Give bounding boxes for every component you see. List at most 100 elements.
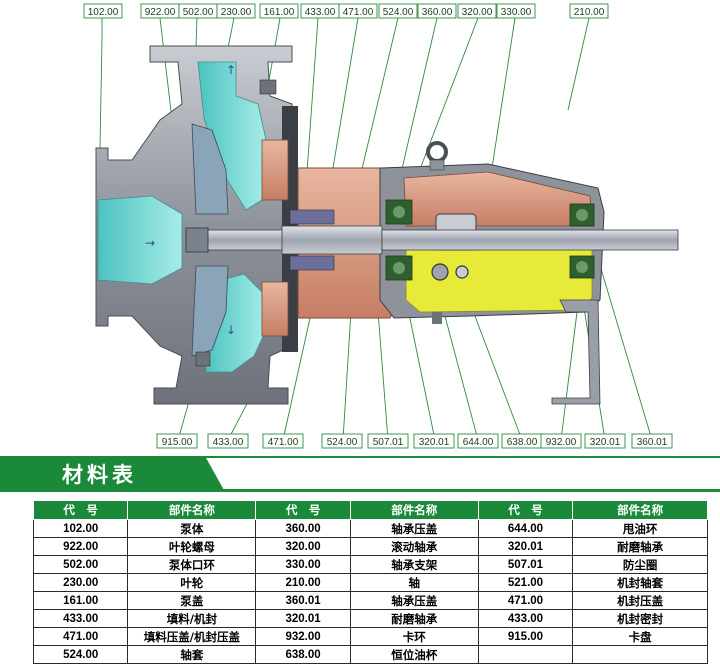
part-code-360-01: 360.01 — [637, 437, 668, 448]
cell-code: 922.00 — [32, 537, 129, 556]
part-code-360-00: 360.00 — [422, 7, 453, 18]
cell-part-name: 卡盘 — [572, 627, 708, 646]
shaft — [185, 209, 679, 271]
cell-code: 320.00 — [255, 537, 351, 556]
table-header-row: 代 号 部件名称 代 号 部件名称 代 号 部件名称 — [32, 500, 708, 520]
label-box-320-01-b — [584, 433, 626, 449]
cell-code: 502.00 — [32, 555, 129, 574]
cell-part-name: 滚动轴承 — [349, 537, 479, 556]
part-code-433-00-b: 433.00 — [213, 437, 244, 448]
cell-code: 915.00 — [477, 627, 574, 646]
cell-part-name: 轴套 — [127, 645, 257, 664]
table-row: 524.00 轴套 638.00 恒位油杯 — [32, 645, 708, 664]
cell-code: 320.01 — [477, 537, 574, 556]
label-box-433-00-b — [207, 433, 249, 449]
title-band — [0, 456, 720, 492]
table-row: 471.00 填料压盖/机封压盖 932.00 卡环 915.00 卡盘 — [32, 627, 708, 646]
cell-part-name: 耐磨轴承 — [349, 609, 479, 628]
part-code-638-00: 638.00 — [507, 437, 538, 448]
label-box-524-00 — [378, 3, 418, 19]
label-box-915-00 — [156, 433, 198, 449]
cell-code: 230.00 — [32, 573, 129, 592]
part-code-471-00-b: 471.00 — [268, 437, 299, 448]
cell-part-name: 泵体口环 — [127, 555, 257, 574]
cell-code: 360.01 — [255, 591, 351, 610]
table-row: 230.00 叶轮 210.00 轴 521.00 机封轴套 — [32, 573, 708, 592]
part-code-502-00: 502.00 — [183, 7, 214, 18]
pump-casing: ↑ → ↓ — [95, 45, 298, 405]
part-code-102-00: 102.00 — [88, 7, 119, 18]
part-code-320-01-b: 320.01 — [590, 437, 621, 448]
cell-code: 433.00 — [32, 609, 129, 628]
part-code-161-00: 161.00 — [264, 7, 295, 18]
svg-text:↑: ↑ — [226, 63, 236, 77]
part-code-922-00: 922.00 — [145, 7, 176, 18]
part-code-230-00: 230.00 — [221, 7, 252, 18]
label-box-932-00 — [540, 433, 582, 449]
label-box-161-00 — [259, 3, 299, 19]
table-row: 922.00 叶轮螺母 320.00 滚动轴承 320.01 耐磨轴承 — [32, 537, 708, 556]
cell-part-name: 轴承压盖 — [349, 519, 479, 538]
cell-code: 360.00 — [255, 519, 351, 538]
label-box-360-01 — [631, 433, 673, 449]
label-box-320-01 — [413, 433, 455, 449]
cell-part-name: 泵盖 — [127, 591, 257, 610]
cell-code: 161.00 — [32, 591, 129, 610]
pump-cross-section: ↑ → ↓ — [83, 3, 679, 449]
cell-code: 433.00 — [477, 609, 574, 628]
table-row: 102.00 泵体 360.00 轴承压盖 644.00 甩油环 — [32, 519, 708, 538]
part-code-524-00: 524.00 — [383, 7, 414, 18]
cell-code: 638.00 — [255, 645, 351, 664]
bottom-labels: 915.00 433.00 471.00 524.00 507.01 320.0… — [156, 433, 673, 449]
cell-part-name: 耐磨轴承 — [572, 537, 708, 556]
cell-part-name: 填料/机封 — [127, 609, 257, 628]
label-box-210-00 — [569, 3, 609, 19]
cell-code — [477, 645, 574, 664]
part-code-210-00: 210.00 — [574, 7, 605, 18]
table-row: 161.00 泵盖 360.01 轴承压盖 471.00 机封压盖 — [32, 591, 708, 610]
cell-part-name: 恒位油杯 — [349, 645, 479, 664]
materials-table-title: 材料表 — [62, 463, 137, 487]
cell-part-name: 泵体 — [127, 519, 257, 538]
cell-code: 471.00 — [32, 627, 129, 646]
bearings — [385, 199, 595, 281]
cell-part-name: 轴承压盖 — [349, 591, 479, 610]
table-row: 433.00 填料/机封 320.01 耐磨轴承 433.00 机封密封 — [32, 609, 708, 628]
label-box-471-00 — [338, 3, 378, 19]
cell-part-name: 卡环 — [349, 627, 479, 646]
part-code-932-00: 932.00 — [546, 437, 577, 448]
header-code-1: 代 号 — [32, 500, 129, 520]
header-part-name-1: 部件名称 — [127, 500, 257, 520]
header-part-name-3: 部件名称 — [572, 500, 708, 520]
part-code-507-01: 507.01 — [373, 437, 404, 448]
cell-code: 644.00 — [477, 519, 574, 538]
label-box-524-00-b — [321, 433, 363, 449]
cell-part-name: 填料压盖/机封压盖 — [127, 627, 257, 646]
part-code-471-00: 471.00 — [343, 7, 374, 18]
cell-part-name: 机封轴套 — [572, 573, 708, 592]
part-code-330-00: 330.00 — [501, 7, 532, 18]
cell-code: 521.00 — [477, 573, 574, 592]
cell-part-name: 机封密封 — [572, 609, 708, 628]
part-code-524-00-b: 524.00 — [327, 437, 358, 448]
label-box-360-00 — [417, 3, 457, 19]
part-code-320-00: 320.00 — [462, 7, 493, 18]
svg-text:↓: ↓ — [226, 323, 236, 337]
materials-table: 代 号 部件名称 代 号 部件名称 代 号 部件名称 102.00 泵体 360… — [32, 500, 708, 664]
svg-text:→: → — [145, 236, 155, 250]
cell-part-name: 甩油环 — [572, 519, 708, 538]
part-code-433-00: 433.00 — [305, 7, 336, 18]
cell-part-name: 叶轮螺母 — [127, 537, 257, 556]
cell-part-name: 机封压盖 — [572, 591, 708, 610]
cell-part-name: 防尘圈 — [572, 555, 708, 574]
top-labels: 102.00 922.00 502.00 230.00 161.00 433.0… — [83, 3, 609, 19]
part-code-644-00: 644.00 — [463, 437, 494, 448]
cell-code: 102.00 — [32, 519, 129, 538]
cell-code: 320.01 — [255, 609, 351, 628]
part-code-320-01: 320.01 — [419, 437, 450, 448]
cell-part-name: 叶轮 — [127, 573, 257, 592]
cell-code: 932.00 — [255, 627, 351, 646]
label-box-320-00 — [457, 3, 497, 19]
cell-code: 524.00 — [32, 645, 129, 664]
cell-code: 210.00 — [255, 573, 351, 592]
